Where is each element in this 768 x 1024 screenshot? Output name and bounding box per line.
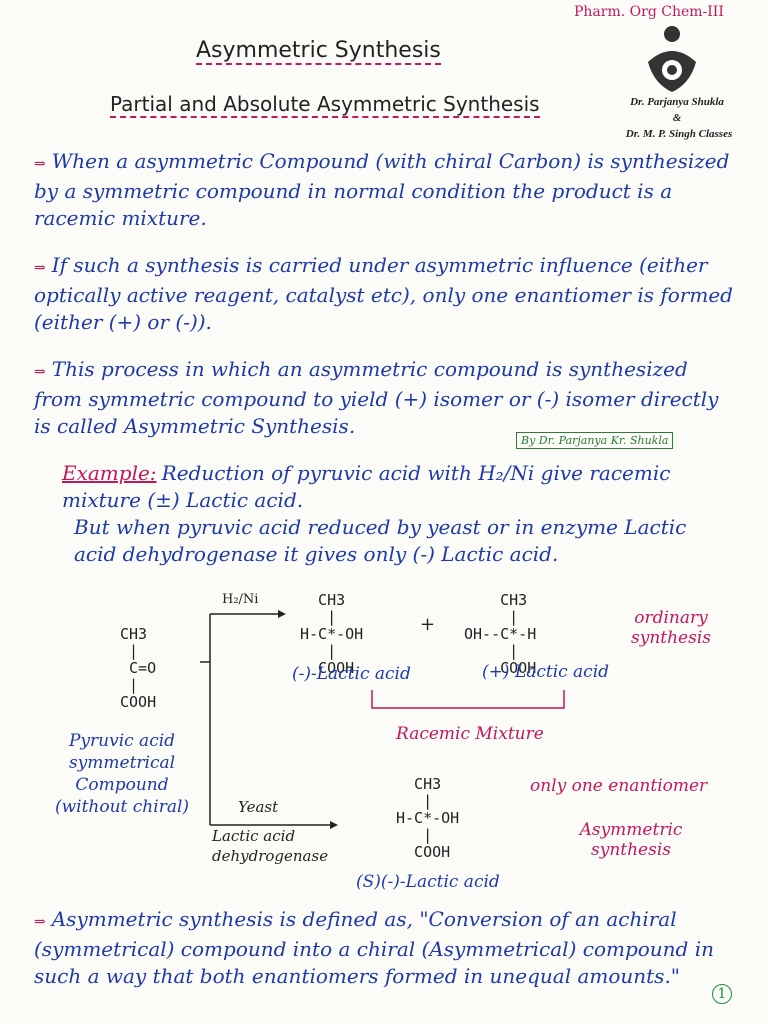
reagent-enzyme: Lactic acid dehydrogenase xyxy=(212,827,329,865)
page-number: 1 xyxy=(712,984,732,1004)
example-line-2: But when pyruvic acid reduced by yeast o… xyxy=(74,515,687,566)
arrow-bullet-icon: ⇒ xyxy=(34,156,46,172)
author-ampersand: & xyxy=(672,112,682,124)
page-subtitle: Partial and Absolute Asymmetric Synthesi… xyxy=(110,92,540,118)
author-stamp: By Dr. Parjanya Kr. Shukla xyxy=(516,432,674,449)
product-2-name: (+) Lactic acid xyxy=(482,662,610,682)
definition-paragraph: ⇒Asymmetric synthesis is defined as, "Co… xyxy=(34,907,714,988)
plus-sign: + xyxy=(420,614,436,635)
reagent-yeast: Yeast xyxy=(238,798,279,816)
product-1-structure: CH3 | H-C*-OH | COOH xyxy=(300,591,364,677)
course-label: Pharm. Org Chem-III xyxy=(574,4,724,20)
product-3-name: (S)(-)-Lactic acid xyxy=(356,872,500,892)
reagent-h2-ni: H₂/Ni xyxy=(222,592,259,607)
product-3-structure: CH3 | H-C*-OH | COOH xyxy=(396,775,460,861)
page-title: Asymmetric Synthesis xyxy=(196,38,441,65)
product-2-structure: CH3 | OH--C*-H | COOH xyxy=(464,591,537,677)
example-label: Example: xyxy=(62,461,157,485)
pyruvic-acid-structure: CH3 | C=O | COOH xyxy=(120,625,157,711)
arrow-bullet-icon: ⇒ xyxy=(34,260,46,276)
example-block: Example: Reduction of pyruvic acid with … xyxy=(62,460,742,514)
paragraph-1: ⇒When a asymmetric Compound (with chiral… xyxy=(34,149,730,230)
arrow-bullet-icon: ⇒ xyxy=(34,364,46,380)
author-name-1: Dr. Parjanya Shukla xyxy=(630,96,724,108)
paragraph-2: ⇒If such a synthesis is carried under as… xyxy=(34,253,733,334)
reaction-arrows xyxy=(200,610,338,829)
only-one-enantiomer-label: only one enantiomer xyxy=(530,776,708,796)
asymmetric-synthesis-label: Asymmetric synthesis xyxy=(579,820,683,860)
paragraph-3: ⇒This process in which an asymmetric com… xyxy=(34,357,719,438)
example-line-1: Reduction of pyruvic acid with H₂/Ni giv… xyxy=(62,461,671,512)
author-name-2: Dr. M. P. Singh Classes xyxy=(625,128,733,140)
product-1-name: (-)-Lactic acid xyxy=(292,664,411,684)
logo-icon xyxy=(648,26,696,92)
ordinary-synthesis-label: ordinary synthesis xyxy=(630,608,711,648)
arrow-bullet-icon: ⇒ xyxy=(34,914,46,930)
racemic-bracket xyxy=(371,690,565,709)
pyruvic-acid-label: Pyruvic acid symmetrical Compound (witho… xyxy=(54,731,190,817)
racemic-mixture-label: Racemic Mixture xyxy=(396,724,544,744)
